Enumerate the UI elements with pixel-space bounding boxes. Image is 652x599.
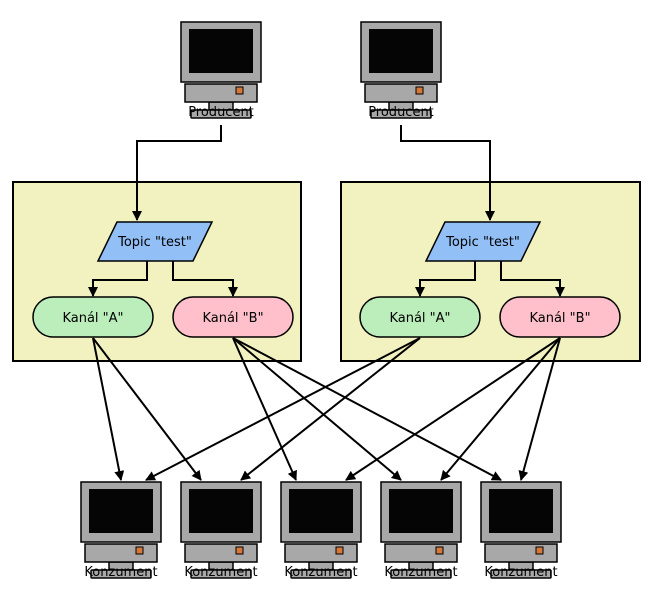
channel-1b-shape (172, 296, 294, 338)
channel-1b-label: Kanál "B" (202, 311, 263, 326)
edge-c2a-k2 (240, 337, 421, 481)
edge-topic-2-channel-b (500, 261, 565, 297)
consumer-4-monitor-icon (380, 481, 462, 579)
channel-1a-shape (32, 296, 154, 338)
edge-c1b-k4 (232, 337, 402, 481)
producer-1-label: Producent (188, 105, 254, 120)
producer-2-label: Producent (368, 105, 434, 120)
channel-2b-shape (499, 296, 621, 338)
edge-topic-2-channel-a (415, 261, 476, 297)
channel-2a-label: Kanál "A" (389, 311, 450, 326)
producer-2-monitor-icon (360, 21, 442, 119)
consumer-2-monitor-icon (180, 481, 262, 579)
consumer-3-label: Konzument (284, 565, 357, 580)
consumer-5-label: Konzument (484, 565, 557, 580)
channel-2b-label: Kanál "B" (529, 311, 590, 326)
channel-2a-shape (359, 296, 481, 338)
channel-consumer-edges (92, 337, 561, 481)
edge-c1a-k2 (92, 337, 202, 481)
topic-1-shape (96, 221, 214, 262)
edge-c1b-k5 (232, 337, 502, 481)
consumer-4-label: Konzument (384, 565, 457, 580)
edge-producer-1-topic-1 (132, 125, 222, 221)
topic-1-label: Topic "test" (117, 235, 192, 250)
edge-c2b-k5 (518, 337, 561, 481)
edge-c2a-k1 (145, 337, 421, 481)
topic-2-shape (424, 221, 542, 262)
producer-1-monitor-icon (180, 21, 262, 119)
edge-topic-1-channel-b (172, 261, 238, 297)
edge-c2b-k3 (345, 337, 561, 481)
edge-c2b-k4 (440, 337, 561, 481)
topic-2-label: Topic "test" (445, 235, 520, 250)
consumer-1-monitor-icon (80, 481, 162, 579)
consumer-5-monitor-icon (480, 481, 562, 579)
edge-topic-1-channel-a (88, 261, 148, 297)
consumer-3-monitor-icon (280, 481, 362, 579)
edge-producer-2-topic-2 (400, 125, 495, 221)
consumer-2-label: Konzument (184, 565, 257, 580)
channel-1a-label: Kanál "A" (62, 311, 123, 326)
edge-c1a-k1 (92, 337, 125, 481)
edge-c1b-k3 (232, 337, 297, 481)
consumer-1-label: Konzument (84, 565, 157, 580)
